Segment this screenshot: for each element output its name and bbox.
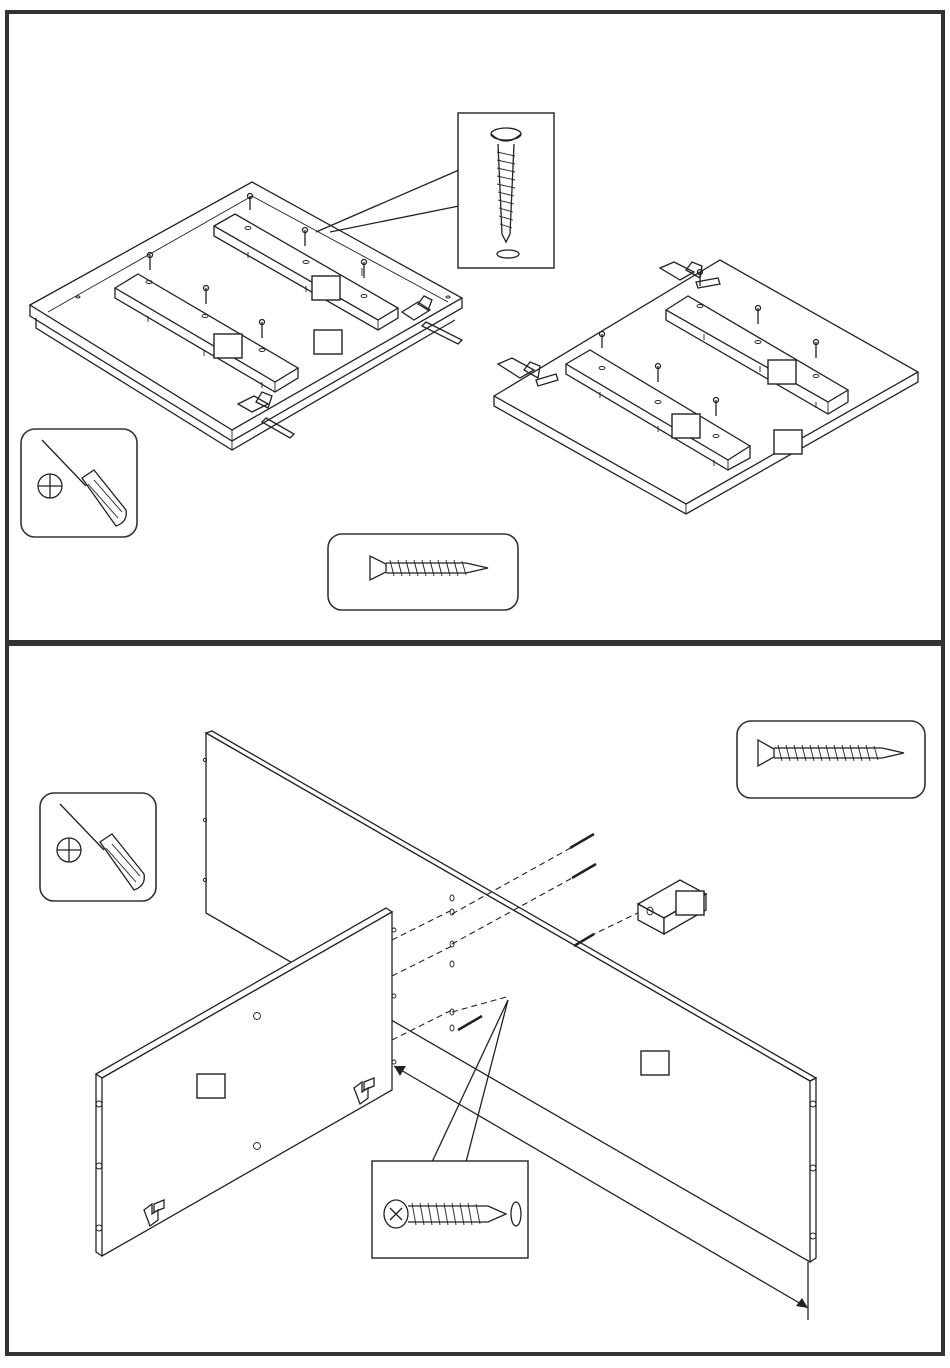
part-label-box (314, 330, 342, 354)
part-label-box (641, 1051, 669, 1075)
screwdriver-icon (21, 429, 137, 537)
corner-block (638, 880, 706, 934)
flat-head-screw-detail (458, 113, 554, 268)
left-door-panel-assembly (30, 182, 462, 450)
part-label-box (768, 360, 796, 384)
wood-screw-icon (737, 721, 925, 798)
right-door-panel-assembly (494, 260, 918, 514)
pan-head-screw-detail (372, 1161, 528, 1258)
part-label-box (672, 414, 700, 438)
part-label-box (214, 334, 242, 358)
part-label-box (774, 430, 802, 454)
part-label-box (676, 891, 704, 915)
front-side-panel (96, 908, 396, 1256)
part-label-box (312, 276, 340, 300)
screwdriver-icon (40, 793, 156, 901)
part-label-box (197, 1074, 225, 1098)
wood-screw-icon (328, 534, 518, 610)
callout-line (330, 206, 459, 232)
callout-line (316, 170, 459, 232)
